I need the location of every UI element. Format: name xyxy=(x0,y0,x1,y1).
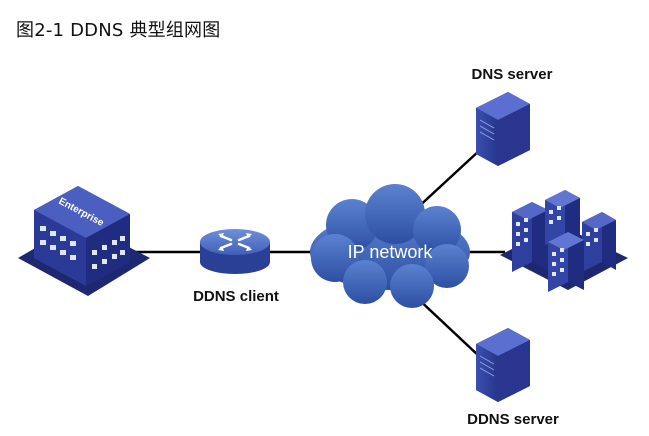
cloud-icon xyxy=(310,184,470,308)
enterprise-building-icon: Enterprise xyxy=(18,186,150,296)
city-buildings-icon xyxy=(500,190,628,292)
ddns-client-label: DDNS client xyxy=(193,288,279,305)
link-network-ddns xyxy=(414,295,481,358)
figure-title: 图2-1 DDNS 典型组网图 xyxy=(16,20,221,41)
ddns-server-label: DDNS server xyxy=(467,411,559,428)
server-tower-icon xyxy=(476,328,530,402)
link-network-dns xyxy=(414,149,481,211)
ip-network-label: IP network xyxy=(348,242,434,262)
router-icon xyxy=(200,229,270,274)
dns-server-label: DNS server xyxy=(472,66,553,83)
server-tower-icon xyxy=(476,92,530,166)
connection-lines xyxy=(135,149,505,358)
